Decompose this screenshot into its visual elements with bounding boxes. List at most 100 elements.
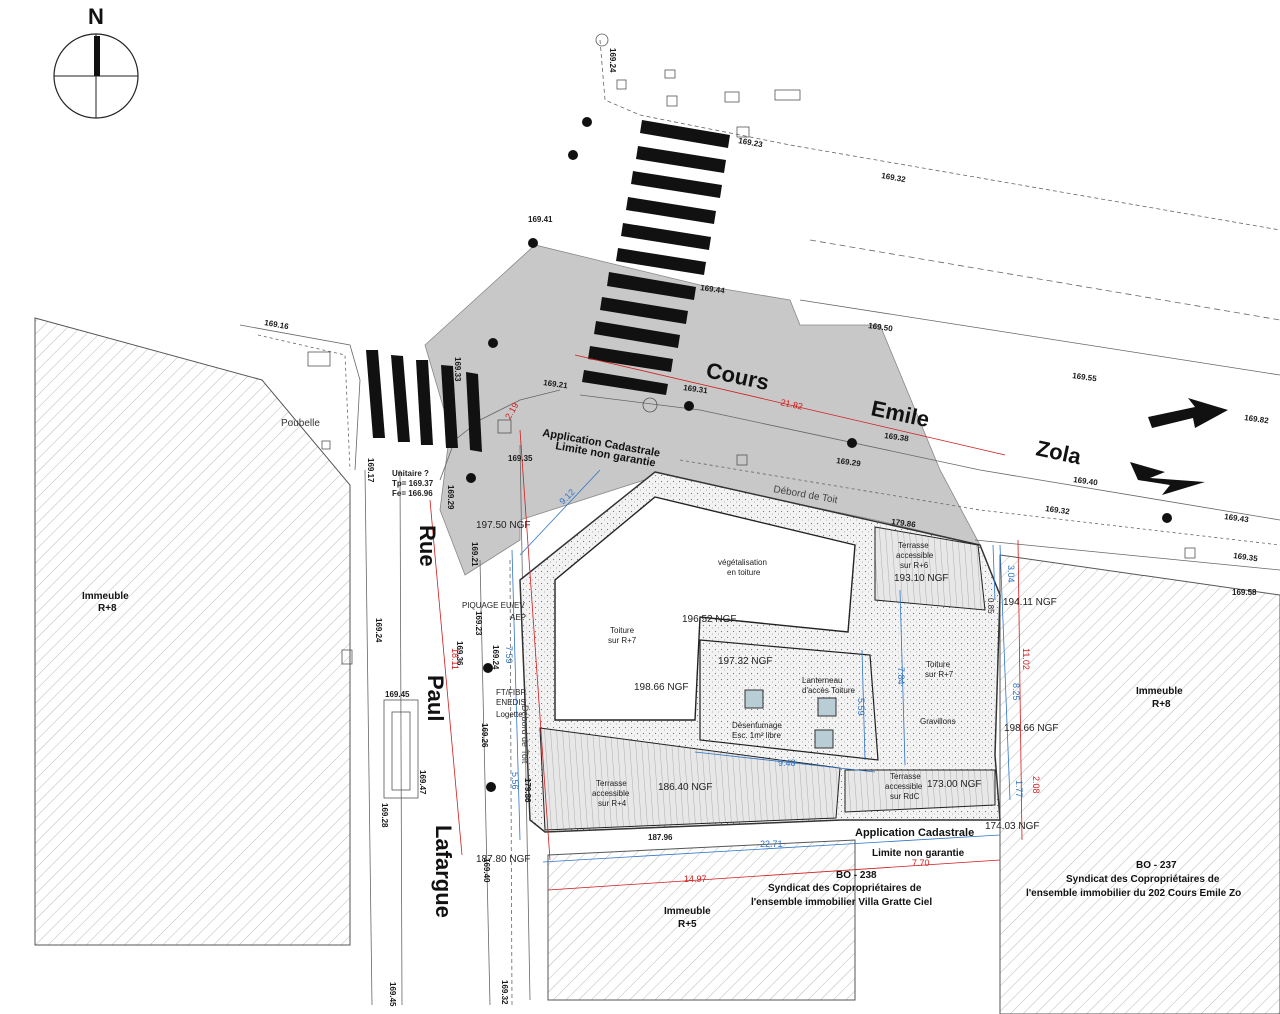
level: 169.82 (1244, 413, 1270, 425)
bicycle-icon (1162, 513, 1172, 523)
ngf-label: 186.40 NGF (658, 782, 712, 793)
level: 169.28 (380, 803, 389, 828)
dim-blue: 7.84 (896, 667, 906, 685)
level: 169.36 (455, 641, 464, 666)
crosswalk-cours (582, 120, 730, 395)
terrasse-rdc-label: Terrasse (890, 772, 921, 781)
skylight-1 (744, 689, 764, 709)
skylight-2 (817, 697, 837, 717)
level: 169.26 (480, 723, 489, 748)
owner-labels: BO - 238 Syndicat des Copropriétaires de… (751, 860, 1241, 908)
ft-label: FT/FIBR (496, 688, 526, 697)
street-lines (239, 39, 1280, 1006)
level: 169.44 (700, 283, 726, 295)
level: 169.23 (474, 611, 483, 636)
level: 179.86 (523, 778, 532, 803)
bicycle-icon (486, 782, 496, 792)
bld-bottom-1: Immeuble (664, 906, 711, 917)
terrasse-r6-label-2: accessible (896, 551, 934, 560)
terrasse-r4-label-2: accessible (592, 789, 630, 798)
skylight-3 (814, 729, 834, 749)
spot-levels: 169.24 169.23 169.32 169.41 169.44 169.5… (264, 48, 1270, 1007)
direction-arrows (1130, 398, 1228, 495)
level: 169.55 (1072, 371, 1098, 383)
bicycle-icon (684, 401, 694, 411)
arrow-east-icon-2 (1130, 462, 1205, 495)
ngf-label: 196.52 NGF (682, 614, 736, 625)
level: 169.31 (683, 383, 709, 395)
vegetalisation-label: végétalisation (718, 558, 767, 567)
terrasse-r6-label: Terrasse (898, 541, 929, 550)
bicycle-icon (488, 338, 498, 348)
street-lafargue: Lafargue (431, 825, 456, 918)
ngf-label: 193.10 NGF (894, 573, 948, 584)
bld-bottom-2: R+5 (678, 919, 697, 930)
dim-blue: 22.71 (760, 839, 783, 849)
dim-blue: 5.56 (510, 772, 520, 790)
bld-right-2: R+8 (1152, 699, 1171, 710)
terrasse-r4-label: Terrasse (596, 779, 627, 788)
level: 169.32 (881, 171, 907, 184)
poubelle-label: Poubelle (281, 418, 320, 429)
bicycle-icon (483, 663, 493, 673)
dim-blue: 8.25 (1011, 683, 1021, 701)
ngf-label: 197.32 NGF (718, 656, 772, 667)
dim-red: 7.70 (912, 858, 930, 868)
bo238-line2: l'ensemble immobilier Villa Gratte Ciel (751, 897, 932, 908)
gravillons-label: Gravillons (920, 717, 956, 726)
level: 169.38 (884, 431, 910, 443)
level: 169.23 (738, 136, 764, 149)
street-zola: Zola (1034, 435, 1084, 469)
level: 169.58 (1232, 588, 1257, 597)
terrasse-rdc-label-2: accessible (885, 782, 923, 791)
dimension-lines (429, 354, 1023, 891)
level: 169.33 (453, 357, 462, 382)
level: 169.40 (1073, 475, 1099, 487)
bicycle-icons (466, 117, 1172, 792)
bld-left-2: R+8 (98, 603, 117, 614)
lanterneau-label-2: d'accès Toiture (802, 686, 856, 695)
dim-value: 0.85 (986, 598, 995, 614)
level: 169.21 (470, 542, 479, 567)
level: 169.29 (836, 456, 862, 468)
bicycle-icon (528, 238, 538, 248)
dim-red: 14.97 (684, 874, 707, 884)
arrow-east-icon (1148, 398, 1228, 428)
bicycle-icon (847, 438, 857, 448)
building-left-hatch (34, 317, 351, 946)
desenfumage-label-2: Esc. 1m² libre (732, 731, 781, 740)
level: 169.35 (1233, 551, 1259, 563)
ngf-elevations: 197.50 NGF 196.52 NGF 197.32 NGF 198.66 … (476, 520, 1058, 865)
level: 169.29 (446, 485, 455, 510)
street-rue: Rue (415, 525, 440, 567)
level: 169.50 (868, 321, 894, 333)
desenfumage-label: Désenfumage (732, 721, 782, 730)
dim-blue: 7.59 (504, 646, 514, 664)
bicycle-icon (582, 117, 592, 127)
dim-red: 18.11 (450, 648, 460, 670)
logette-label: Logette (496, 710, 523, 719)
dim-blue: 1.77 (1014, 780, 1024, 798)
level: 169.17 (366, 458, 375, 483)
dim-red: 21.82 (780, 397, 804, 411)
building-bottom-hatch (547, 839, 856, 1001)
north-label: N (88, 4, 104, 29)
level: 187.96 (648, 833, 673, 842)
level: 179.86 (891, 517, 917, 529)
north-arrow: N (53, 4, 139, 119)
level: 169.32 (1045, 504, 1071, 516)
terrasse-r6-label-3: sur R+6 (900, 561, 929, 570)
terrasse-r4-label-3: sur R+4 (598, 799, 627, 808)
level: 169.16 (264, 318, 290, 331)
ngf-label: 174.03 NGF (985, 821, 1039, 832)
building-labels: Immeuble R+8 Immeuble R+8 Immeuble R+5 (82, 591, 1183, 930)
toiture2-label-2: sur R+7 (925, 670, 954, 679)
tp-label: Tp= 169.37 (392, 479, 434, 488)
terrace-rdc (844, 769, 996, 813)
toiture2-label: Toiture (926, 660, 951, 669)
ngf-label: 173.00 NGF (927, 779, 981, 790)
ngf-label: 187.80 NGF (476, 854, 530, 865)
enedis-label: ENEDIS (496, 698, 526, 707)
crosswalk-rue (366, 350, 482, 452)
